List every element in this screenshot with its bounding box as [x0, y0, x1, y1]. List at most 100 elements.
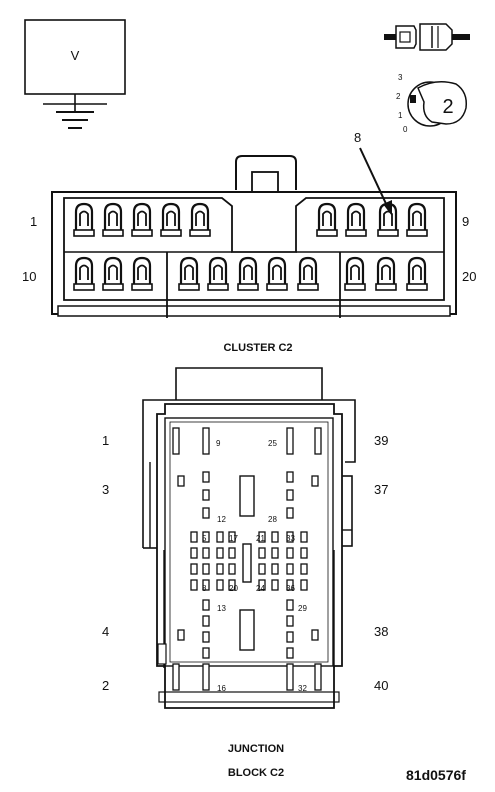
junction-slot-41 [202, 615, 210, 627]
voltmeter-symbol: V [24, 19, 126, 129]
junction-inner-pin-20: 20 [229, 584, 238, 593]
junction-pin-37: 37 [374, 482, 388, 497]
junction-slot-15 [190, 547, 198, 559]
callout-pin-number: 8 [354, 130, 361, 145]
junction-slot-46 [286, 647, 294, 659]
junction-inner-pin-17: 17 [229, 534, 238, 543]
junction-slot-35 [258, 579, 266, 591]
cluster-terminal-bottom-16 [266, 256, 288, 291]
junction-slot-3 [202, 489, 210, 501]
junction-inner-pin-21: 21 [256, 534, 265, 543]
junction-slot-44 [286, 631, 294, 643]
junction-slot-top-1 [172, 427, 180, 455]
junction-caption-line1: JUNCTION [228, 743, 284, 755]
junction-inner-pin-28: 28 [268, 515, 277, 524]
junction-slot-29 [286, 563, 294, 575]
junction-pin-4: 4 [102, 624, 109, 639]
junction-slot-7 [190, 531, 198, 543]
scale-2: 2 [396, 92, 401, 101]
junction-slot-bottom-1 [172, 663, 180, 691]
cluster-terminal-top-1 [73, 202, 95, 237]
cluster-terminal-bottom-17 [297, 256, 319, 291]
callout-arrowhead [383, 200, 392, 216]
cluster-pin-1: 1 [30, 214, 37, 229]
junction-slot-top-3 [286, 427, 294, 455]
junction-slot-23 [190, 563, 198, 575]
junction-slot-34 [228, 579, 236, 591]
cluster-pin-9: 9 [462, 214, 469, 229]
junction-inner-pin-32: 32 [298, 684, 307, 693]
junction-slot-13 [286, 531, 294, 543]
voltmeter-label: V [71, 48, 80, 63]
cluster-terminal-bottom-10 [73, 256, 95, 291]
junction-caption-line2: BLOCK C2 [228, 767, 284, 779]
cluster-terminal-top-3 [131, 202, 153, 237]
junction-slot-33 [216, 579, 224, 591]
cluster-pin-20: 20 [462, 269, 476, 284]
junction-inner-pin-12: 12 [217, 515, 226, 524]
junction-slot-10 [228, 531, 236, 543]
scale-1: 1 [398, 111, 403, 120]
junction-slot-30 [300, 563, 308, 575]
junction-pin-40: 40 [374, 678, 388, 693]
junction-pin-39: 39 [374, 433, 388, 448]
junction-inner-pin-8: 8 [202, 584, 207, 593]
ground-icon [56, 104, 94, 129]
junction-slot-37 [286, 579, 294, 591]
junction-slot-45 [202, 647, 210, 659]
junction-inner-pin-16: 16 [217, 684, 226, 693]
junction-slot-27 [258, 563, 266, 575]
junction-slot-24 [202, 563, 210, 575]
test-step-number: 2 [442, 96, 453, 118]
junction-slot-31 [190, 579, 198, 591]
junction-inner-pin-29: 29 [298, 604, 307, 613]
cluster-terminal-top-4 [160, 202, 182, 237]
junction-slot-22 [300, 547, 308, 559]
cluster-terminal-top-7 [345, 202, 367, 237]
junction-pin-2: 2 [102, 678, 109, 693]
cluster-terminal-top-2 [102, 202, 124, 237]
junction-slot-top-2 [202, 427, 210, 455]
cluster-terminal-bottom-15 [237, 256, 259, 291]
cluster-terminal-bottom-13 [178, 256, 200, 291]
junction-block-connector [142, 367, 356, 709]
junction-slot-16 [202, 547, 210, 559]
figure-id: 81d0576f [406, 767, 466, 783]
junction-slot-19 [258, 547, 266, 559]
cluster-terminal-bottom-20 [406, 256, 428, 291]
callout-leader [359, 147, 389, 209]
junction-inner-pin-36: 36 [286, 584, 295, 593]
junction-slot-11 [258, 531, 266, 543]
junction-slot-39 [202, 599, 210, 611]
junction-inner-pin-24: 24 [256, 584, 265, 593]
junction-slot-bottom-2 [202, 663, 210, 691]
junction-slot-26 [228, 563, 236, 575]
junction-slot-bottom-3 [286, 663, 294, 691]
cluster-terminal-top-5 [189, 202, 211, 237]
junction-slot-20 [271, 547, 279, 559]
junction-slot-top-4 [314, 427, 322, 455]
junction-slot-28 [271, 563, 279, 575]
scale-3: 3 [398, 73, 403, 82]
cluster-terminal-top-6 [316, 202, 338, 237]
junction-slot-42 [286, 615, 294, 627]
junction-slot-9 [216, 531, 224, 543]
junction-inner-pin-25: 25 [268, 439, 277, 448]
connector-plug-icon [384, 23, 470, 51]
cluster-terminal-bottom-12 [131, 256, 153, 291]
junction-slot-8 [202, 531, 210, 543]
cluster-terminal-bottom-18 [344, 256, 366, 291]
junction-inner-pin-9: 9 [216, 439, 221, 448]
junction-slot-21 [286, 547, 294, 559]
cluster-pin-10: 10 [22, 269, 36, 284]
junction-pin-3: 3 [102, 482, 109, 497]
junction-slot-17 [216, 547, 224, 559]
cluster-connector [51, 155, 457, 318]
junction-slot-32 [202, 579, 210, 591]
junction-inner-pin-13: 13 [217, 604, 226, 613]
junction-slot-bottom-4 [314, 663, 322, 691]
junction-slot-5 [202, 507, 210, 519]
cluster-terminal-bottom-19 [375, 256, 397, 291]
junction-pin-1: 1 [102, 433, 109, 448]
